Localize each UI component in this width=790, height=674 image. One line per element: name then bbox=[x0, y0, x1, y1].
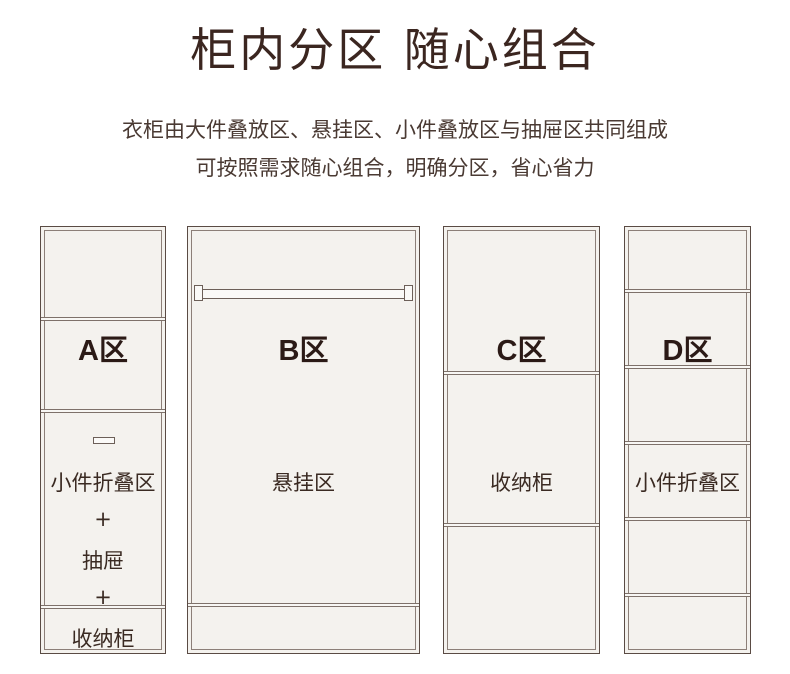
cabinet-b: B区 悬挂区 bbox=[187, 226, 420, 654]
page-title: 柜内分区 随心组合 bbox=[190, 23, 600, 77]
drawer-handle-icon bbox=[93, 437, 115, 444]
zone-label-d: D区 bbox=[662, 335, 713, 367]
zone-label-a: A区 bbox=[78, 335, 128, 367]
zone-label-c: C区 bbox=[496, 335, 547, 367]
rod-bracket-right bbox=[404, 285, 413, 301]
shelf bbox=[625, 593, 750, 597]
shelf bbox=[41, 605, 165, 609]
zone-label-b: B区 bbox=[278, 335, 329, 367]
shelf bbox=[625, 517, 750, 521]
rod-bracket-left bbox=[194, 285, 203, 301]
label-storage-cabinet: 收纳柜 bbox=[490, 471, 553, 495]
label-small-fold-area: 小件折叠区 bbox=[635, 471, 740, 495]
subtitle-line-1: 衣柜由大件叠放区、悬挂区、小件叠放区与抽屉区共同组成 bbox=[122, 118, 668, 142]
shelf bbox=[625, 441, 750, 445]
plus-sign: + bbox=[94, 507, 112, 531]
cabinet-c: C区 收纳柜 bbox=[443, 226, 600, 654]
shelf bbox=[41, 409, 165, 413]
hanging-rod bbox=[198, 289, 409, 299]
cabinet-b-inner: B区 悬挂区 bbox=[188, 230, 419, 650]
shelf bbox=[625, 365, 750, 369]
cabinet-d-inner: D区 小件折叠区 bbox=[625, 230, 750, 650]
subtitle-line-2: 可按照需求随心组合，明确分区，省心省力 bbox=[195, 156, 595, 180]
label-drawer: 抽屉 bbox=[82, 549, 124, 573]
label-small-fold-area: 小件折叠区 bbox=[50, 471, 156, 495]
label-hanging-area: 悬挂区 bbox=[272, 471, 335, 495]
cabinet-a-inner: A区 小件折叠区 + 抽屉 + 收纳柜 bbox=[41, 230, 165, 651]
shelf bbox=[188, 603, 419, 607]
cabinet-c-inner: C区 收纳柜 bbox=[444, 230, 599, 650]
shelf bbox=[444, 523, 599, 527]
cabinet-a: A区 小件折叠区 + 抽屉 + 收纳柜 bbox=[40, 226, 166, 654]
label-storage-cabinet: 收纳柜 bbox=[71, 627, 135, 651]
shelf bbox=[41, 317, 165, 321]
cabinet-d: D区 小件折叠区 bbox=[624, 226, 751, 654]
shelf bbox=[625, 289, 750, 293]
plus-sign: + bbox=[94, 585, 112, 609]
shelf bbox=[444, 371, 599, 375]
